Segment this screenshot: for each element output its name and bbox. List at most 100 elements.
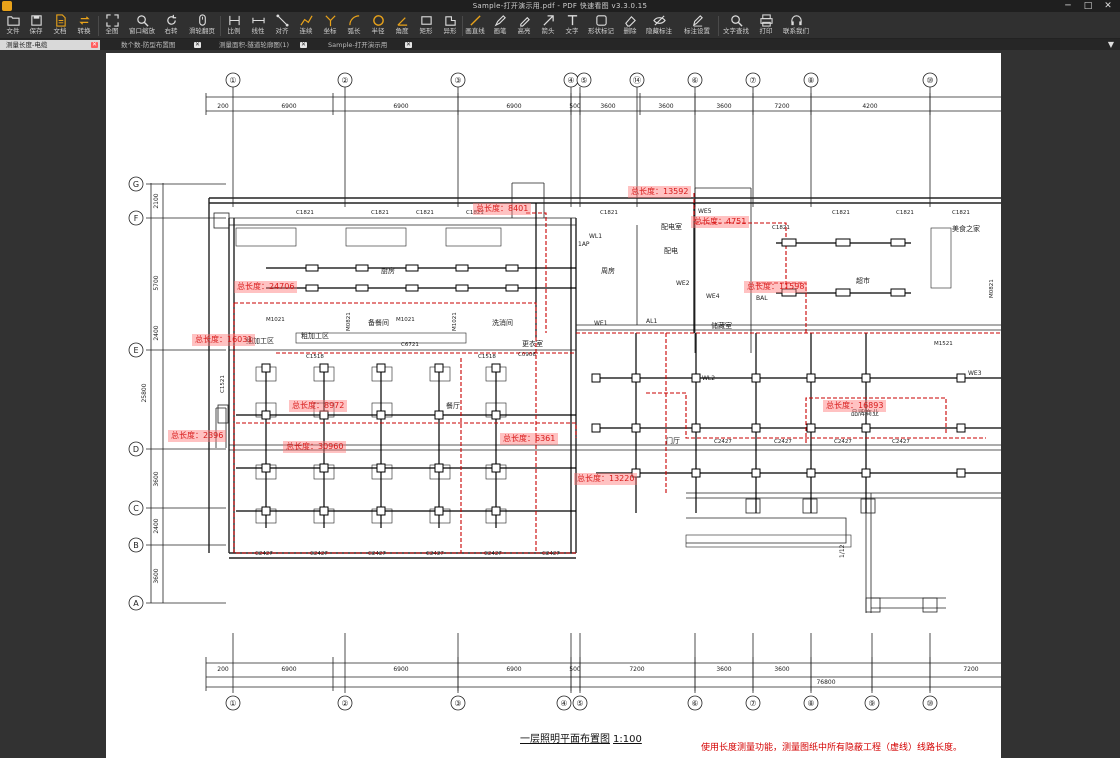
file-label: 文件 <box>6 27 20 35</box>
axis-label: ⑭ <box>633 76 641 85</box>
print-button[interactable]: 打印 <box>755 14 777 38</box>
continuous-icon <box>299 15 313 26</box>
window-title: Sample-打开演示用.pdf - PDF 快速看图 v3.3.0.15 <box>472 2 648 10</box>
window-label: C2427 <box>892 439 910 445</box>
dimension-text: 6900 <box>393 666 408 673</box>
measurement-label[interactable]: 总长度：16031 <box>192 334 256 346</box>
coordinate-button[interactable]: 坐标 <box>319 14 341 38</box>
room-label: 配电室 <box>661 222 682 231</box>
document-button[interactable]: 文档 <box>49 14 71 38</box>
highlight-button[interactable]: 高亮 <box>513 14 535 38</box>
delete-button[interactable]: 删除 <box>619 14 641 38</box>
axis-label: G <box>133 180 139 189</box>
measurement-label[interactable]: 总长度：8401 <box>473 203 532 215</box>
axis-label: D <box>133 445 139 454</box>
rotate-right-button[interactable]: 右转 <box>160 14 182 38</box>
measurement-label[interactable]: 总长度：2396 <box>168 430 227 442</box>
arrow-button[interactable]: 箭头 <box>537 14 559 38</box>
axis-label: E <box>133 346 138 355</box>
arc-length-button[interactable]: 弧长 <box>343 14 365 38</box>
linear-button[interactable]: 线性 <box>247 14 269 38</box>
measurement-label[interactable]: 总长度：8972 <box>289 400 348 412</box>
text-button[interactable]: 文字 <box>561 14 583 38</box>
hide-annotation-label: 隐藏标注 <box>646 27 672 35</box>
axis-label: ⑥ <box>691 76 698 85</box>
rectangle-icon <box>420 16 432 25</box>
dimension-text: 3600 <box>716 103 731 110</box>
circuit-label: WE1 <box>594 320 608 327</box>
measurement-label[interactable]: 总长度：13592 <box>628 186 692 198</box>
dimension-text: 3600 <box>774 666 789 673</box>
tab-count-layout[interactable]: 数个数-防型布置图 ✕ <box>115 40 203 50</box>
save-icon <box>30 15 42 26</box>
dimension-text: 4200 <box>862 103 877 110</box>
measurement-label[interactable]: 总长度：4751 <box>691 216 750 228</box>
align-button[interactable]: 对齐 <box>271 14 293 38</box>
angle-icon <box>396 17 407 26</box>
minimize-button[interactable]: ─ <box>1065 1 1071 11</box>
scale-button[interactable]: 比例 <box>223 14 245 38</box>
restore-button[interactable]: □ <box>1083 1 1093 11</box>
tab-bar: 测量长度-电缆 ✕ 数个数-防型布置图 ✕ 测量面积-隧道轮廓图(1) ✕ Sa… <box>0 39 1120 50</box>
text-search-label: 文字查找 <box>723 27 749 35</box>
convert-button[interactable]: 转换 <box>73 14 95 38</box>
close-button[interactable]: ✕ <box>1104 1 1112 11</box>
annotation-settings-button[interactable]: 标注设置 <box>682 14 712 38</box>
drawing-title-text: 一层照明平面布置图 <box>520 734 610 745</box>
measurement-label[interactable]: 总长度：16893 <box>823 400 887 412</box>
tab-measure-area[interactable]: 测量面积-隧道轮廓图(1) ✕ <box>213 40 309 50</box>
radius-icon <box>372 15 384 26</box>
close-tab-icon[interactable]: ✕ <box>194 41 201 48</box>
angle-button[interactable]: 角度 <box>391 14 413 38</box>
annotation-settings-icon <box>692 15 703 27</box>
mouse-wheel-button[interactable]: 滑轮翻页 <box>187 14 217 38</box>
measurement-label[interactable]: 总长度：24706 <box>234 281 298 293</box>
zoom-window-button[interactable]: 窗口缩放 <box>127 14 157 38</box>
rectangle-button[interactable]: 矩形 <box>415 14 437 38</box>
dimension-text: 6900 <box>281 666 296 673</box>
dimension-text: 200 <box>217 666 229 673</box>
door-label: M0821 <box>989 279 995 298</box>
axis-label: C <box>133 504 139 513</box>
tab-sample[interactable]: Sample-打开演示用 ✕ <box>322 40 414 50</box>
hide-annotation-button[interactable]: 隐藏标注 <box>644 14 674 38</box>
file-button[interactable]: 文件 <box>2 14 24 38</box>
axis-label: ① <box>229 76 236 85</box>
close-tab-icon[interactable]: ✕ <box>91 41 98 48</box>
tab-measure-length[interactable]: 测量长度-电缆 ✕ <box>0 40 100 50</box>
shape-mark-button[interactable]: 形状标记 <box>586 14 616 38</box>
save-button[interactable]: 保存 <box>25 14 47 38</box>
drawing-page[interactable]: ① ② ③ ④ ⑤ ⑭ ⑥ ⑦ ⑧ ⑩ ① ② ③ ④ ⑤ ⑥ ⑦ ⑧ ⑨ ⑩ … <box>106 53 1001 758</box>
window-label: C2427 <box>255 551 273 557</box>
close-tab-icon[interactable]: ✕ <box>300 41 307 48</box>
instruction-note: 使用长度测量功能，测量图纸中所有隐蔽工程（虚线）线路长度。 <box>701 743 963 753</box>
window-label: C2427 <box>834 439 852 445</box>
window-label: C2427 <box>542 551 560 557</box>
tab-list-dropdown[interactable]: ▼ <box>1107 40 1114 49</box>
close-tab-icon[interactable]: ✕ <box>405 41 412 48</box>
radius-button[interactable]: 半径 <box>367 14 389 38</box>
window-label: C1821 <box>832 210 850 216</box>
measurement-label[interactable]: 总长度：30960 <box>283 441 347 453</box>
shape-mark-label: 形状标记 <box>588 27 614 35</box>
highlight-icon <box>519 16 530 27</box>
line-button[interactable]: 画直线 <box>464 14 486 38</box>
align-icon <box>275 14 289 27</box>
measurement-label[interactable]: 总长度：6361 <box>500 433 559 445</box>
continuous-button[interactable]: 连续 <box>295 14 317 38</box>
pen-button[interactable]: 画笔 <box>489 14 511 38</box>
fit-all-button[interactable]: 全图 <box>101 14 123 38</box>
measurement-label[interactable]: 总长度：13220 <box>574 473 638 485</box>
measurement-label[interactable]: 总长度：11598 <box>744 281 808 293</box>
circuit-label: WE3 <box>968 370 982 377</box>
fit-all-label: 全图 <box>105 27 119 35</box>
window-label: C2427 <box>714 439 732 445</box>
dimension-text: 2400 <box>153 518 160 533</box>
arc-length-icon <box>348 15 359 26</box>
dimension-text: 200 <box>217 103 229 110</box>
axis-label: F <box>134 214 139 223</box>
contact-us-button[interactable]: 联系我们 <box>780 14 812 38</box>
toolbar-divider <box>98 16 99 36</box>
polygon-button[interactable]: 异形 <box>439 14 461 38</box>
text-search-button[interactable]: 文字查找 <box>721 14 751 38</box>
